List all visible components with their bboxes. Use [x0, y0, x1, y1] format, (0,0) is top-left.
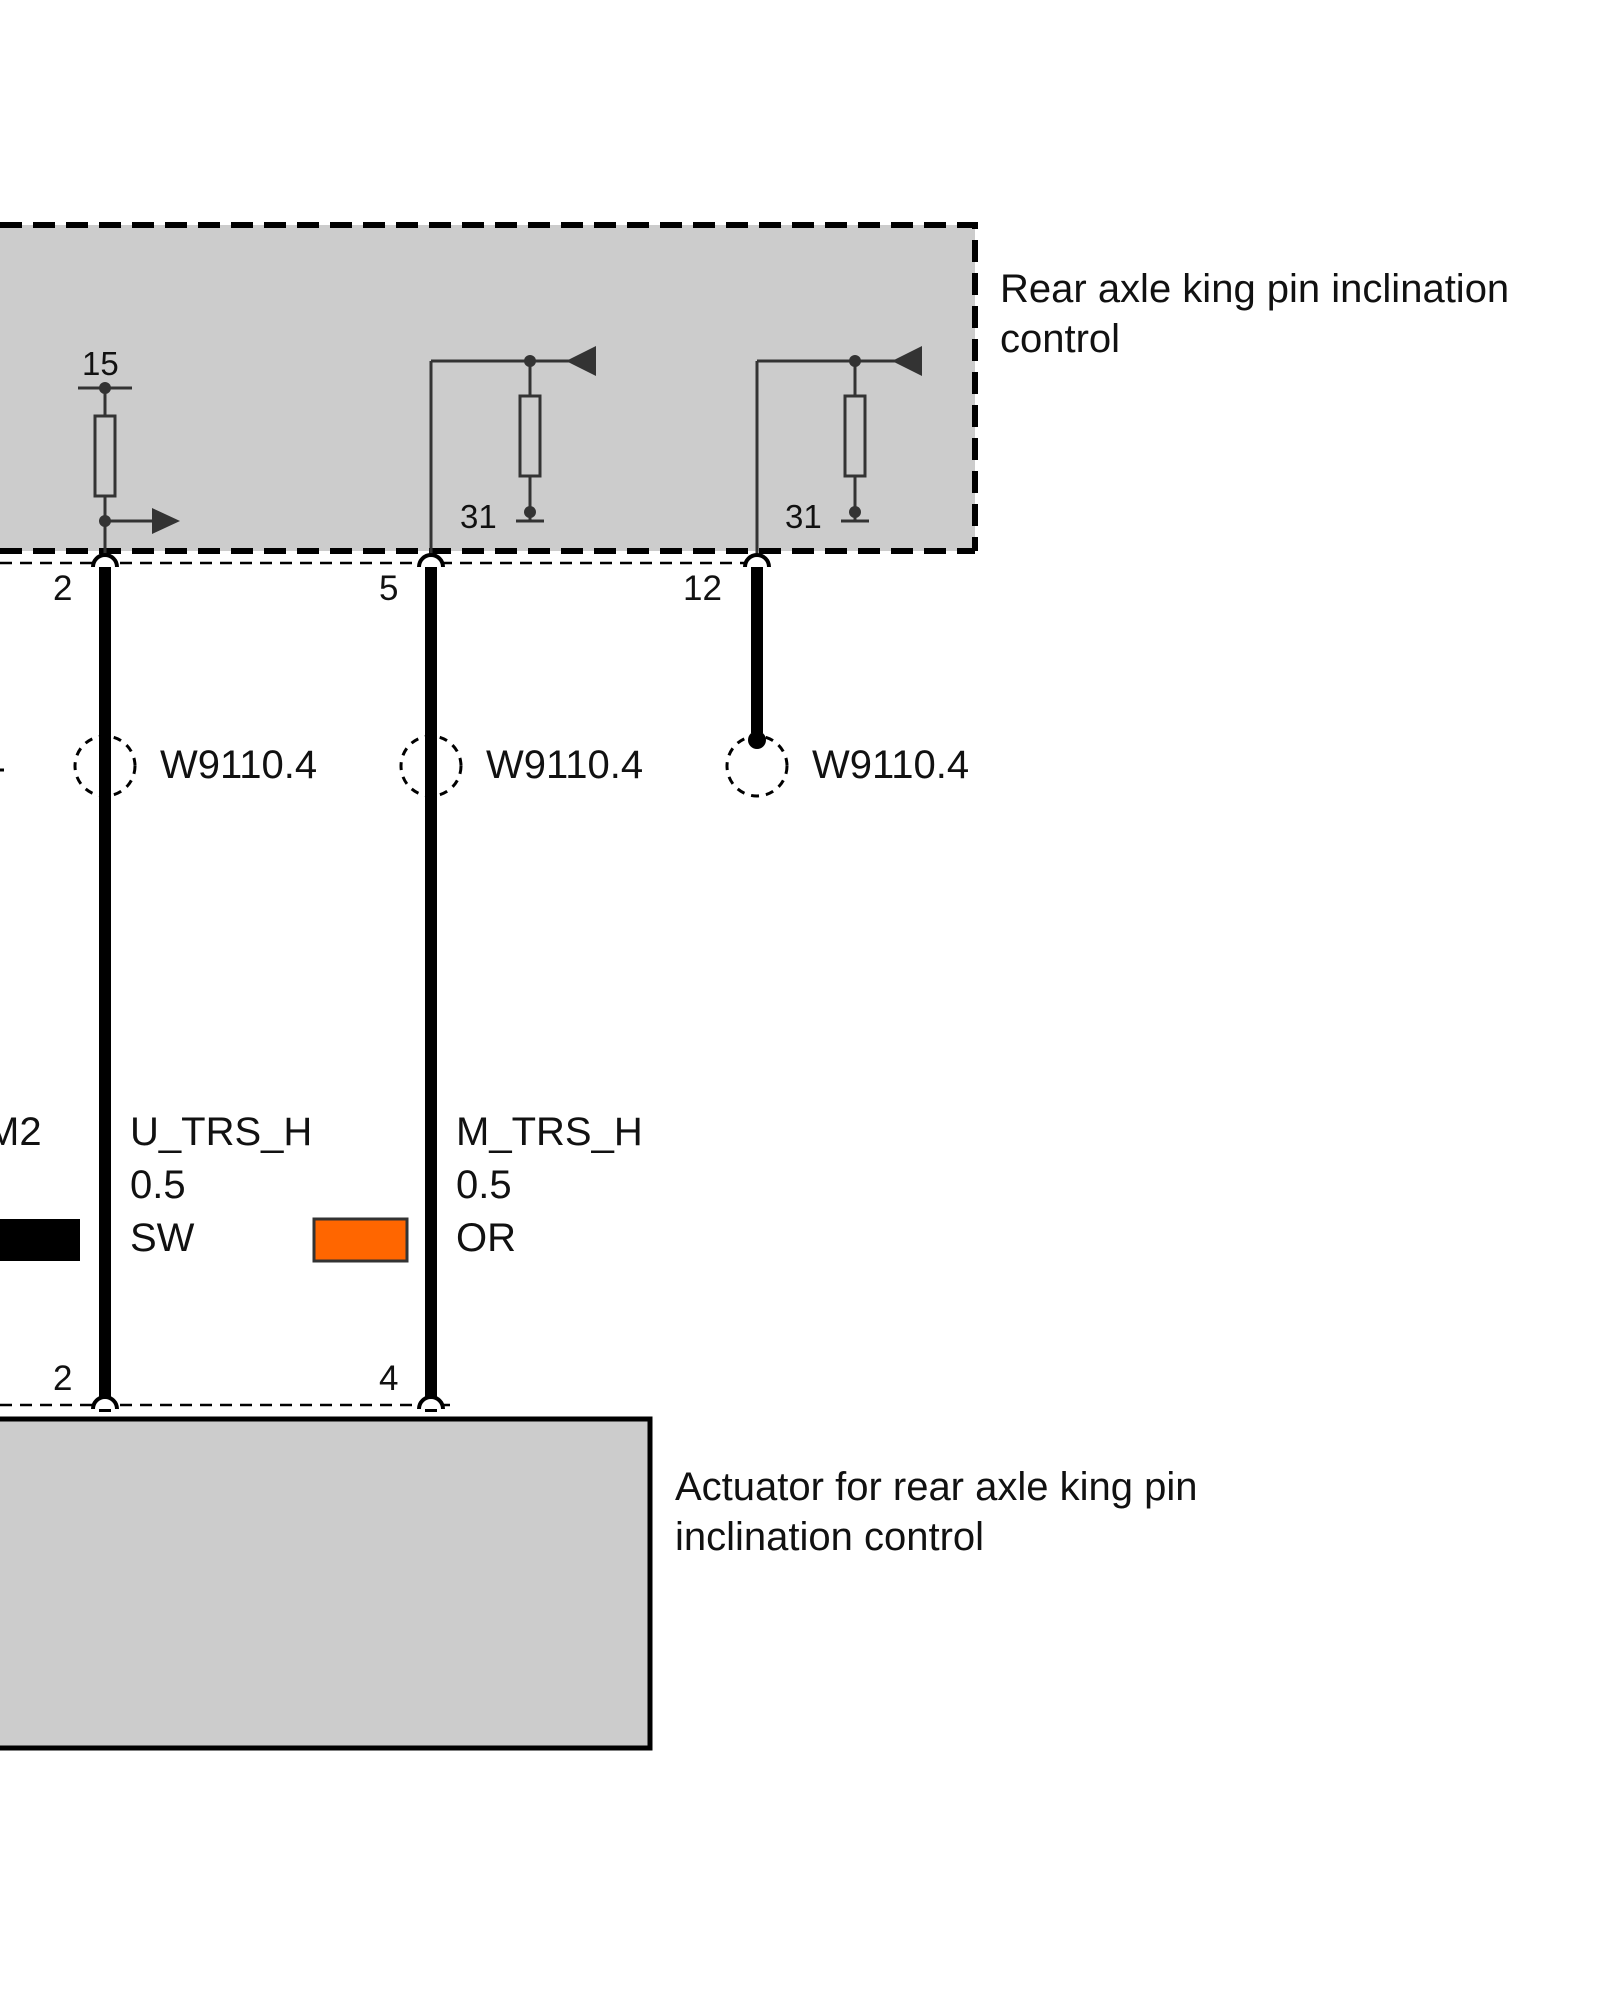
wire-cross-section: 0.5: [456, 1163, 512, 1207]
control-unit-body: [0, 225, 975, 551]
pin-socket: [417, 1395, 445, 1410]
control-unit-border: [0, 222, 978, 551]
internal-circuit-input-b: [755, 346, 922, 565]
wire-cross-section: 0.5: [130, 1163, 186, 1207]
splice-icon: [399, 734, 463, 798]
splice-label: W9110.4: [160, 743, 317, 787]
control-unit-label-line1: Rear axle king pin inclination: [1000, 267, 1509, 311]
splice-icon: [73, 734, 137, 798]
control-unit-pin-label: 2: [53, 569, 72, 608]
pin-socket: [743, 553, 771, 568]
actuator-label-line2: inclination control: [675, 1515, 984, 1559]
wire-end-dot: [748, 731, 766, 749]
actuator-body: [0, 1416, 653, 1751]
pin-socket: [91, 1395, 119, 1410]
wire-signal-name: U_TRS_H: [130, 1110, 312, 1154]
left-signal-fragment: M2: [0, 1110, 42, 1154]
supply-terminal-label: 15: [82, 345, 119, 382]
input-arrow-icon: [892, 346, 922, 376]
control-unit-label-line2: control: [1000, 317, 1120, 361]
control-unit-pin-label: 5: [379, 569, 398, 608]
internal-circuit-input-a: [429, 346, 596, 565]
actuator-label-line1: Actuator for rear axle king pin: [675, 1465, 1197, 1509]
internal-circuit-pullup: [78, 382, 180, 565]
actuator-pins: [91, 1395, 445, 1410]
wire-signal-name: M_TRS_H: [456, 1110, 643, 1154]
splice-icon: [725, 734, 789, 798]
wire-color-code: OR: [456, 1216, 516, 1260]
wire-color-code: SW: [130, 1216, 195, 1260]
control-unit: [0, 222, 978, 565]
actuator-pin-label: 2: [53, 1359, 72, 1398]
control-unit-pin-label: 12: [683, 569, 722, 608]
input-arrow-icon: [566, 346, 596, 376]
ground-terminal-label-a: 31: [460, 498, 497, 535]
splices: [0, 734, 789, 798]
splice-label: W9110.4: [486, 743, 643, 787]
control-unit-pins: [91, 553, 771, 568]
color-swatch-orange: [312, 1217, 409, 1263]
actuator-pin-label: 4: [379, 1359, 398, 1398]
pin-socket: [417, 553, 445, 568]
ground-terminal-label-b: 31: [785, 498, 822, 535]
pin-socket: [91, 553, 119, 568]
output-arrow-icon: [152, 508, 180, 534]
splice-label: W9110.4: [812, 743, 969, 787]
color-swatch-left: [0, 1219, 80, 1261]
